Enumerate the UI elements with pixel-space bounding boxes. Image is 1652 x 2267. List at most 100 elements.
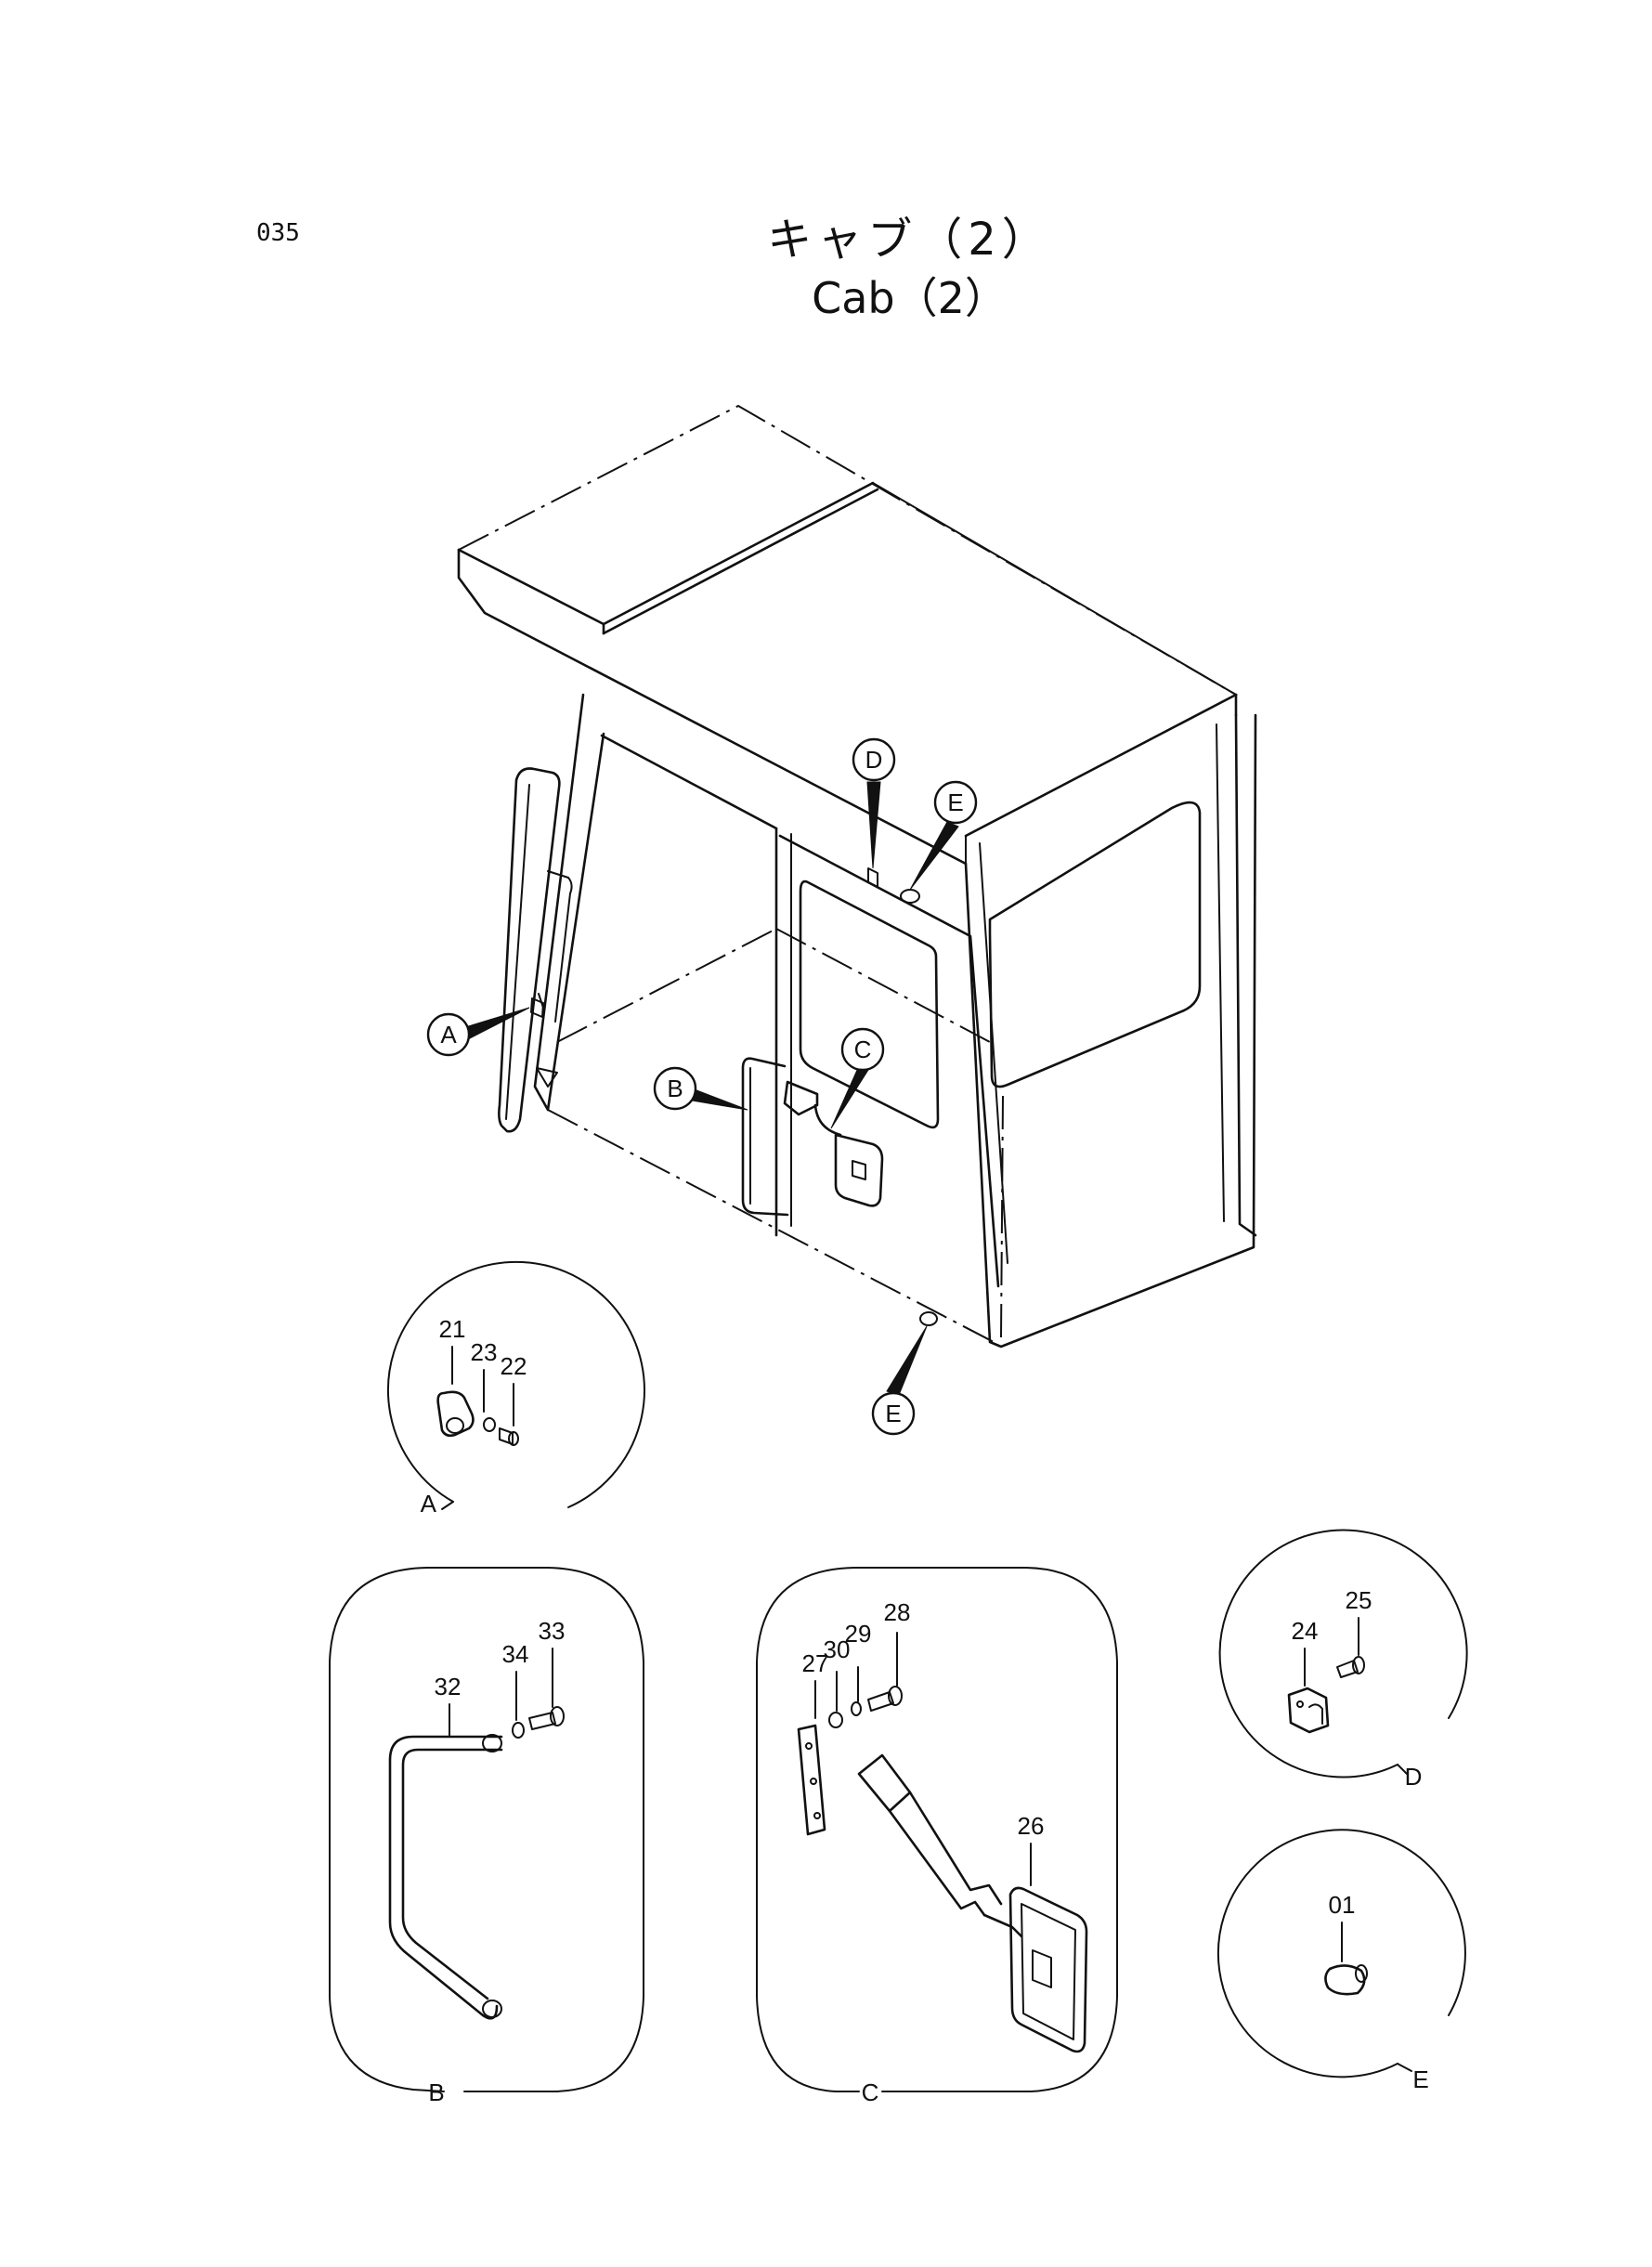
callout-circles: A B C D E E [426, 737, 978, 1436]
part-label-01: 01 [1329, 1891, 1356, 1919]
roof-line-front [457, 548, 605, 626]
part-29-washer [851, 1701, 862, 1716]
callout-b-label: B [667, 1075, 683, 1102]
detail-a-tail [441, 1501, 454, 1510]
part-label-24: 24 [1292, 1617, 1319, 1645]
part-label-30: 30 [824, 1635, 851, 1663]
left-handrail [498, 767, 561, 1133]
part-28-head [888, 1686, 903, 1706]
part-33-head [550, 1706, 565, 1726]
part-label-34: 34 [502, 1640, 529, 1668]
rail-latch [530, 997, 544, 1018]
detail-c: C 27 30 29 28 26 [756, 1567, 1118, 2106]
callout-a-label: A [440, 1021, 457, 1049]
part-26-lever-a [888, 1809, 986, 1917]
side-panel-line [1000, 1095, 1004, 1338]
part-23-washer [483, 1417, 496, 1432]
door-clip [867, 867, 878, 888]
part-label-33: 33 [539, 1617, 566, 1645]
detail-a: A 21 23 22 [386, 1260, 645, 1518]
part-24-clip [1287, 1687, 1330, 1734]
side-window [988, 801, 1202, 1088]
part-label-22: 22 [501, 1352, 527, 1380]
roof-panel-seam [602, 481, 875, 626]
callout-a [426, 1012, 471, 1057]
floor-front-edge [547, 1109, 995, 1343]
detail-d-tail [1397, 1764, 1408, 1775]
part-26-lever-b [908, 1791, 1003, 1906]
front-upper-frame [600, 734, 778, 830]
side-panel [964, 713, 1257, 1348]
callout-c [840, 1027, 885, 1072]
side-panel-rear [1234, 713, 1257, 1237]
roof-outline [458, 404, 1239, 837]
left-handrail-inner [505, 784, 530, 1120]
detail-b: B 32 34 33 [329, 1567, 644, 2106]
side-rear-edge [1216, 723, 1225, 1222]
floor-side-line [775, 928, 991, 1043]
detail-e-tail [1397, 2063, 1412, 2072]
callout-d-label: D [865, 746, 883, 774]
leader-a [462, 1007, 530, 1041]
callout-c-label: C [854, 1036, 872, 1063]
door-lock-plate [834, 1133, 884, 1207]
door-bumper-upper [900, 889, 920, 904]
detail-d-frame [1218, 1529, 1468, 1778]
front-left-post [533, 693, 605, 1112]
part-label-21: 21 [439, 1315, 466, 1343]
leader-d [866, 781, 881, 869]
part-32-end-bottom [482, 2000, 502, 2018]
callout-e-upper [933, 780, 978, 825]
part-26-plate [1008, 1886, 1088, 2053]
detail-e-frame [1216, 1829, 1466, 2078]
callout-e-lower [871, 1391, 916, 1436]
part-30-washer [828, 1712, 843, 1728]
leader-e-lower [886, 1325, 928, 1396]
part-24-hole [1296, 1700, 1304, 1708]
part-label-32: 32 [435, 1673, 462, 1700]
part-22-head [508, 1431, 519, 1446]
callout-e-upper-label: E [947, 788, 963, 816]
detail-a-label: A [421, 1490, 437, 1518]
detail-e-label: E [1412, 2065, 1428, 2093]
part-27-hole-3 [813, 1812, 821, 1819]
part-label-28: 28 [884, 1598, 911, 1626]
door-right-frame [778, 834, 1000, 1288]
part-32-end-top [482, 1734, 502, 1752]
part-26-latch [1032, 1949, 1052, 1988]
door-lever [783, 1080, 819, 1116]
part-26-lever-end [982, 1913, 1023, 1938]
part-label-29: 29 [845, 1620, 872, 1648]
part-32-bar-inner [401, 1748, 503, 2000]
part-label-27: 27 [802, 1649, 829, 1677]
leader-c [830, 1067, 869, 1129]
left-handrail-lower [547, 870, 573, 1023]
part-33-bolt [528, 1712, 556, 1730]
part-25-bolt [1336, 1660, 1359, 1678]
part-27-hole-2 [810, 1778, 817, 1785]
part-label-26: 26 [1018, 1812, 1045, 1840]
door-window [799, 879, 940, 1129]
part-01-bumper [1324, 1964, 1366, 1996]
detail-b-frame [329, 1567, 644, 2092]
cab-assembly [457, 404, 1257, 1348]
door-lever-link [813, 1103, 842, 1137]
leader-b [691, 1088, 748, 1111]
page-number: 035 [256, 219, 300, 247]
detail-c-frame [756, 1567, 1118, 2092]
callout-e-lower-label: E [885, 1400, 901, 1427]
part-label-25: 25 [1346, 1586, 1372, 1614]
part-32-bar [388, 1735, 503, 2020]
floor-corner [536, 1067, 558, 1088]
part-34-washer [512, 1722, 525, 1739]
detail-d: D 24 25 [1218, 1529, 1468, 1791]
part-22-bolt [499, 1427, 514, 1445]
title-english: Cab（2） [812, 273, 1008, 323]
part-21-knob [446, 1417, 464, 1434]
detail-d-label: D [1405, 1763, 1423, 1791]
part-21-plate [436, 1390, 475, 1438]
roof-back-edge [872, 482, 1237, 696]
detail-a-frame [386, 1260, 645, 1508]
roof-side-edge [964, 693, 1238, 838]
